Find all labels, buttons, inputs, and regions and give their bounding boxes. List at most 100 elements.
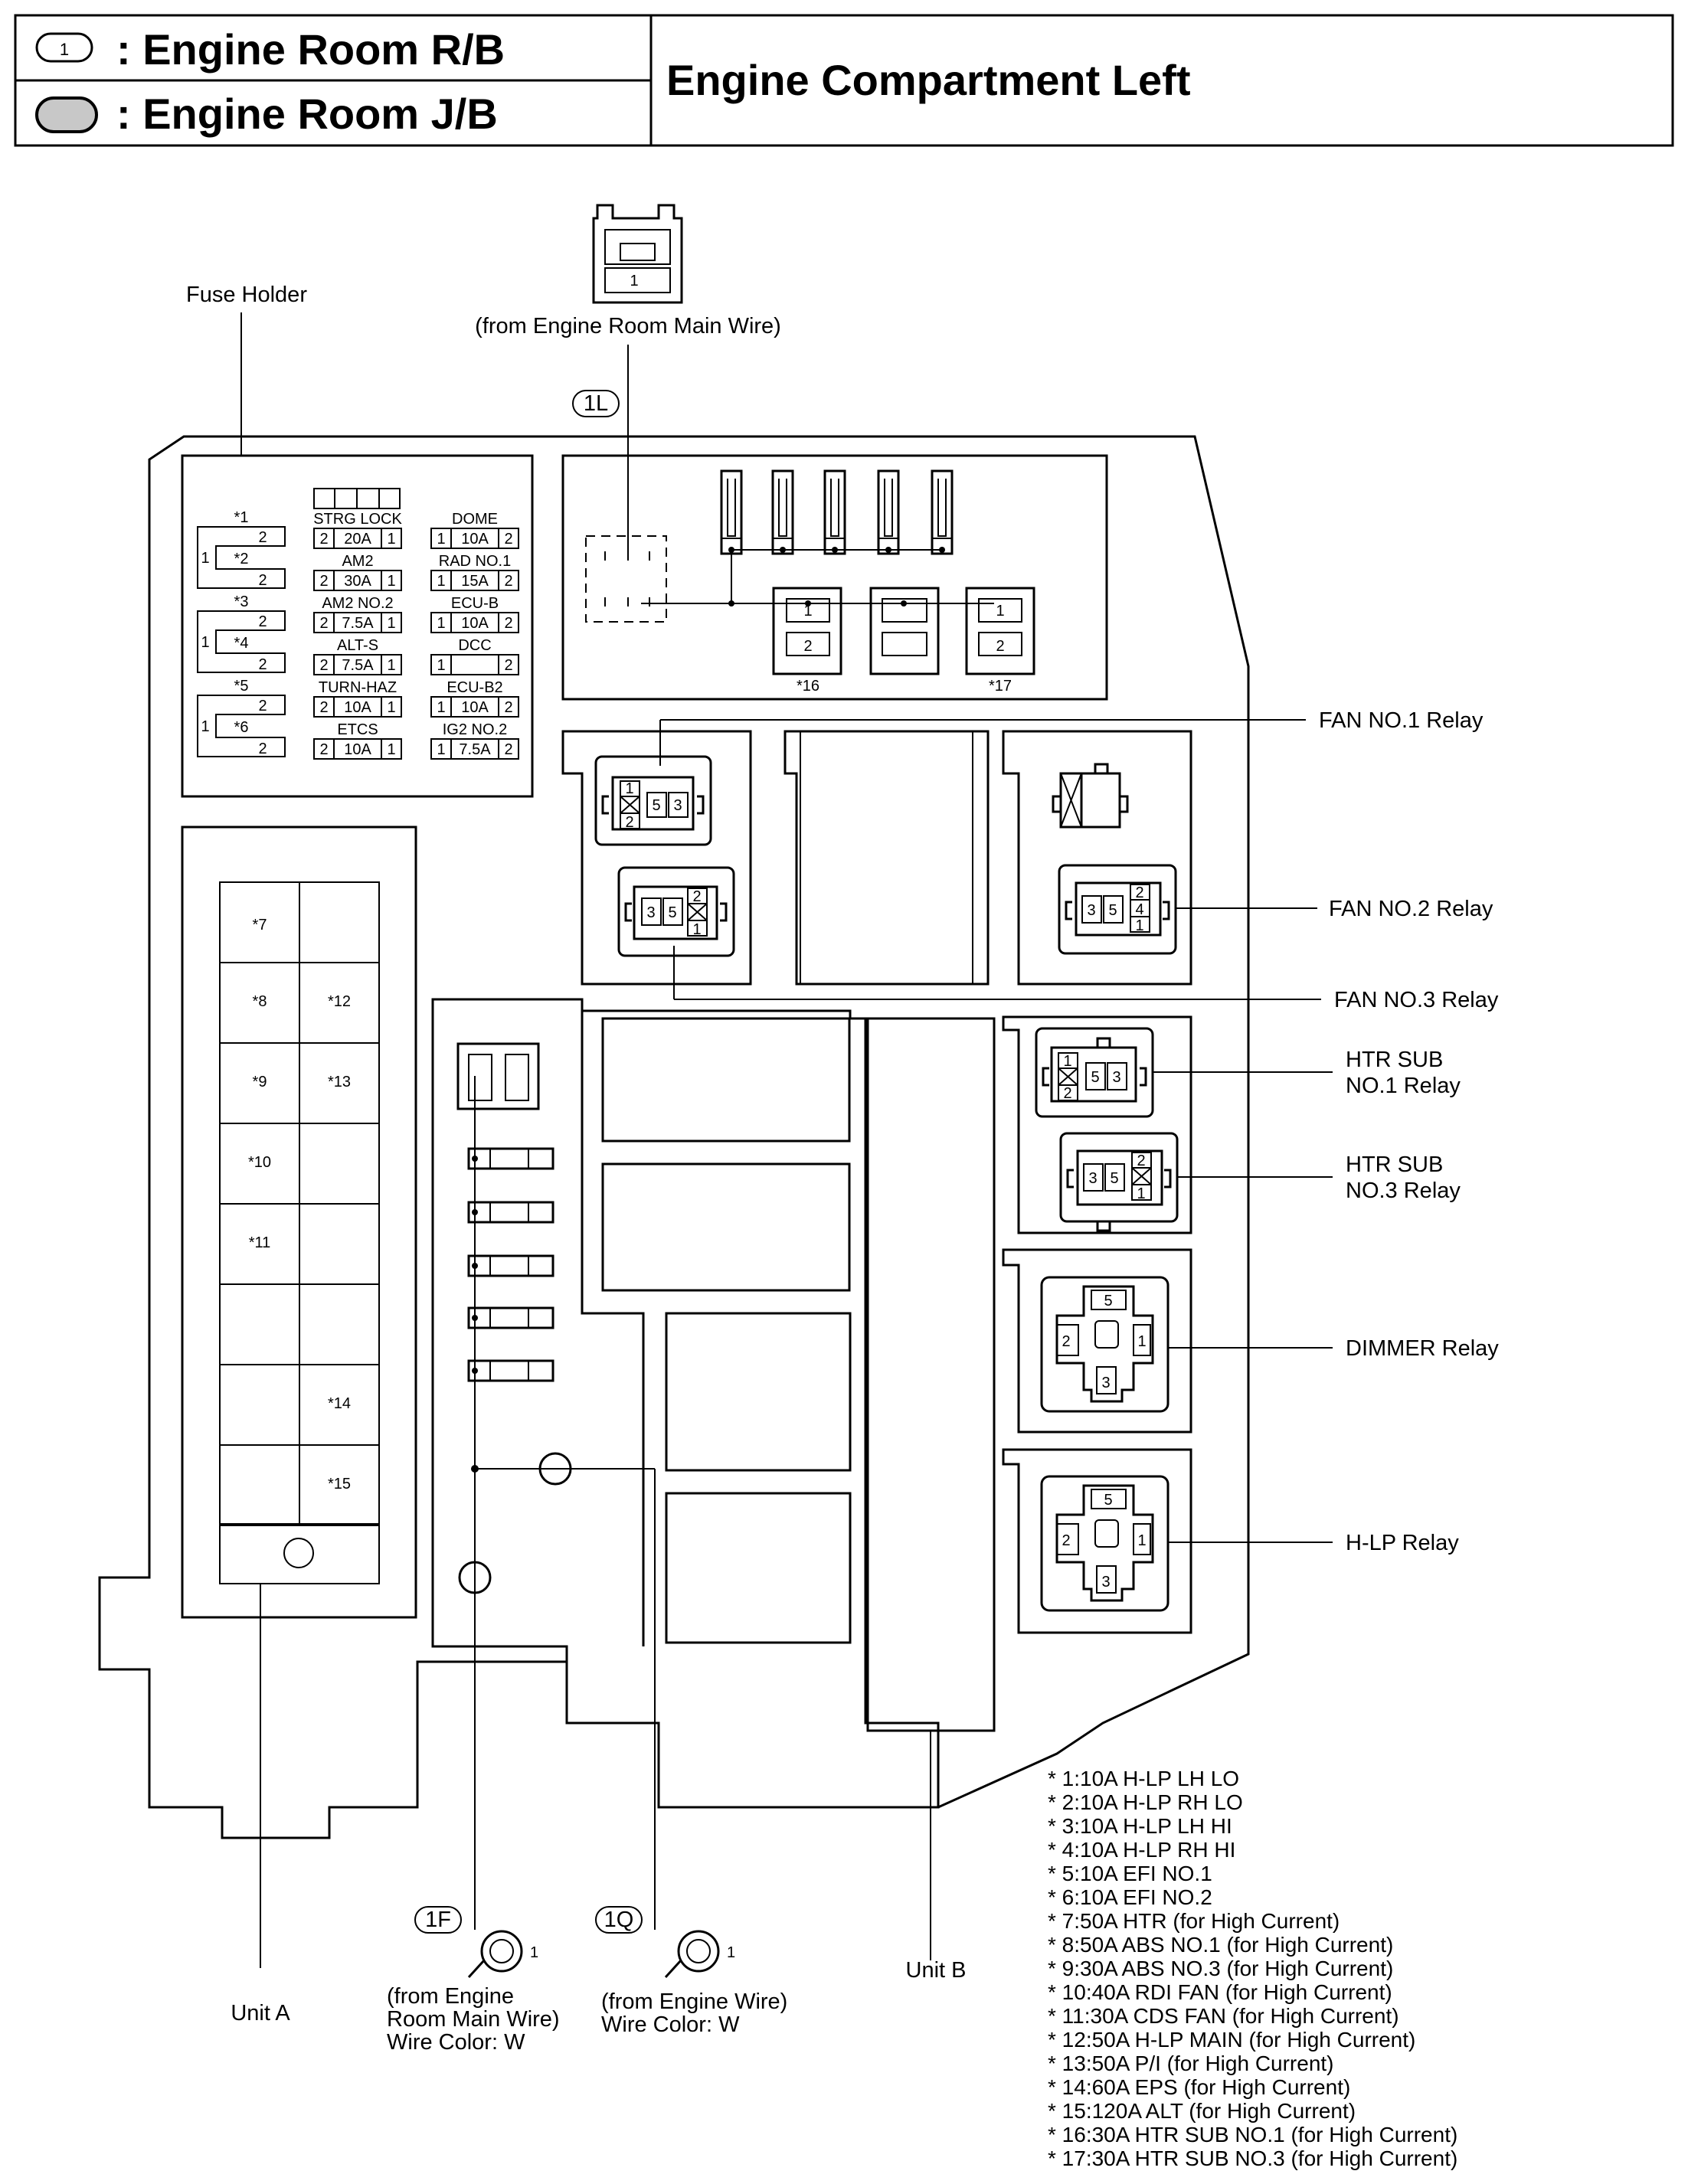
fuse-slot-label: *4 bbox=[234, 635, 249, 652]
dimmer-relay-label: DIMMER Relay bbox=[1346, 1336, 1499, 1361]
center-fuse-1 bbox=[467, 1147, 554, 1170]
top-connector-pin: 1 bbox=[630, 273, 638, 289]
fuse-pin: 2 bbox=[258, 613, 267, 630]
svg-text:4: 4 bbox=[1135, 901, 1143, 918]
fuse-name: STRG LOCK bbox=[313, 511, 402, 528]
fuse-note: * 12:50A H-LP MAIN (for High Current) bbox=[1048, 2028, 1415, 2052]
fuse-pin: 2 bbox=[258, 529, 267, 546]
fuse-note: * 2:10A H-LP RH LO bbox=[1048, 1790, 1243, 1814]
svg-text:10A: 10A bbox=[461, 699, 489, 716]
svg-text:2: 2 bbox=[504, 657, 512, 674]
svg-text:3: 3 bbox=[1112, 1069, 1120, 1086]
connector-code-1L: 1L bbox=[572, 390, 620, 417]
svg-text:2: 2 bbox=[319, 531, 328, 548]
svg-text:1: 1 bbox=[387, 699, 395, 716]
svg-text:*16: *16 bbox=[797, 678, 819, 695]
svg-text:Fuse Holder: Fuse Holder bbox=[186, 283, 307, 307]
htr-sub-no1-label-line2: NO.1 Relay bbox=[1346, 1074, 1461, 1098]
unit-a-slot bbox=[299, 881, 380, 963]
svg-text:1: 1 bbox=[387, 657, 395, 674]
unit-a: *7*8*12*9*13*10*11*14*15 Unit A bbox=[181, 826, 417, 2025]
fuse-name: AM2 bbox=[342, 553, 373, 570]
svg-text:Wire Color: W: Wire Color: W bbox=[387, 2030, 525, 2055]
fuse-note: * 17:30A HTR SUB NO.3 (for High Current) bbox=[1048, 2146, 1457, 2170]
hlp-relay-label: H-LP Relay bbox=[1346, 1531, 1459, 1555]
svg-text:2: 2 bbox=[692, 888, 701, 905]
top-connector-caption: (from Engine Room Main Wire) bbox=[475, 314, 781, 338]
svg-text:*8: *8 bbox=[253, 993, 267, 1010]
svg-text:5: 5 bbox=[1108, 902, 1117, 919]
center-fuse-2 bbox=[467, 1201, 554, 1224]
svg-text:3: 3 bbox=[1101, 1574, 1110, 1591]
svg-text:1: 1 bbox=[60, 40, 69, 59]
fuse-note: * 1:10A H-LP LH LO bbox=[1048, 1767, 1239, 1790]
terminal-1q: 1Q 1 (from Engine Wire) Wire Color: W bbox=[595, 1906, 787, 2037]
svg-text:2: 2 bbox=[504, 699, 512, 716]
legend-jb-label: : Engine Room J/B bbox=[116, 90, 498, 138]
svg-text:30A: 30A bbox=[344, 573, 371, 590]
svg-text:5: 5 bbox=[1110, 1170, 1118, 1187]
fan-relay-area bbox=[561, 730, 1192, 986]
htr-sub-no1-label-line1: HTR SUB bbox=[1346, 1048, 1443, 1072]
center-area: Unit B bbox=[431, 998, 996, 1983]
fan-no3-relay-label: FAN NO.3 Relay bbox=[1334, 988, 1499, 1012]
fuse-pin: 2 bbox=[258, 572, 267, 589]
svg-text:2: 2 bbox=[319, 699, 328, 716]
svg-text:Room Main Wire): Room Main Wire) bbox=[387, 2007, 560, 2032]
fuse-name: IG2 NO.2 bbox=[443, 721, 507, 738]
svg-text:*13: *13 bbox=[328, 1074, 351, 1090]
svg-text:1: 1 bbox=[1137, 1333, 1146, 1350]
header: 1 : Engine Room R/B : Engine Room J/B En… bbox=[14, 14, 1674, 147]
fuse-note: * 11:30A CDS FAN (for High Current) bbox=[1048, 2004, 1399, 2028]
center-fuse-3 bbox=[467, 1254, 554, 1277]
fuse-name: RAD NO.1 bbox=[439, 553, 511, 570]
svg-text:3: 3 bbox=[1088, 1170, 1097, 1187]
svg-text:2: 2 bbox=[1063, 1085, 1071, 1102]
fuse-note: * 7:50A HTR (for High Current) bbox=[1048, 1909, 1340, 1933]
svg-text:1: 1 bbox=[437, 573, 445, 590]
rb-fuse-2 bbox=[771, 469, 794, 555]
dimmer-relay: 5 2 1 3 DIMMER Relay bbox=[1040, 1276, 1499, 1413]
svg-text:1: 1 bbox=[1137, 1185, 1145, 1202]
unit-a-slot: *13 bbox=[299, 1042, 380, 1124]
svg-text:1: 1 bbox=[437, 615, 445, 632]
svg-text:1L: 1L bbox=[584, 391, 608, 416]
unit-a-slot: *15 bbox=[299, 1444, 380, 1526]
center-fuse-4 bbox=[467, 1306, 554, 1329]
svg-text:2: 2 bbox=[504, 615, 512, 632]
fan-no1-relay-label: FAN NO.1 Relay bbox=[1319, 708, 1484, 733]
unit-a-label: Unit A bbox=[231, 2001, 290, 2025]
rb-fuse-3 bbox=[823, 469, 846, 555]
svg-text:1: 1 bbox=[692, 921, 701, 938]
unit-b-label: Unit B bbox=[906, 1958, 967, 1983]
unit-a-slot: *10 bbox=[219, 1123, 300, 1205]
svg-text:2: 2 bbox=[625, 814, 633, 831]
fuse-slot-label: *2 bbox=[234, 551, 249, 567]
svg-text:7.5A: 7.5A bbox=[342, 615, 374, 632]
svg-text:*12: *12 bbox=[328, 993, 351, 1010]
svg-text:10A: 10A bbox=[344, 699, 371, 716]
svg-text:5: 5 bbox=[1091, 1069, 1099, 1086]
relay-slot-16: 1 2 *16 bbox=[772, 587, 842, 695]
svg-text:1: 1 bbox=[996, 603, 1004, 620]
svg-text:2: 2 bbox=[1062, 1532, 1070, 1549]
fuse-pin: 2 bbox=[258, 656, 267, 673]
unit-a-slot: *12 bbox=[299, 962, 380, 1044]
fuse-slot-label: *6 bbox=[234, 719, 249, 736]
svg-text:*7: *7 bbox=[253, 917, 267, 933]
svg-text:2: 2 bbox=[803, 638, 812, 655]
fuse-slot-label: *3 bbox=[234, 593, 249, 610]
fuse-pin: 2 bbox=[258, 698, 267, 714]
svg-text:2: 2 bbox=[504, 531, 512, 548]
fuse-note: * 9:30A ABS NO.3 (for High Current) bbox=[1048, 1957, 1393, 1980]
svg-text:2: 2 bbox=[504, 741, 512, 758]
svg-text:*10: *10 bbox=[248, 1154, 271, 1171]
svg-text:2: 2 bbox=[319, 741, 328, 758]
fuse-note: * 14:60A EPS (for High Current) bbox=[1048, 2075, 1350, 2099]
svg-text:(from Engine: (from Engine bbox=[387, 1984, 514, 2009]
